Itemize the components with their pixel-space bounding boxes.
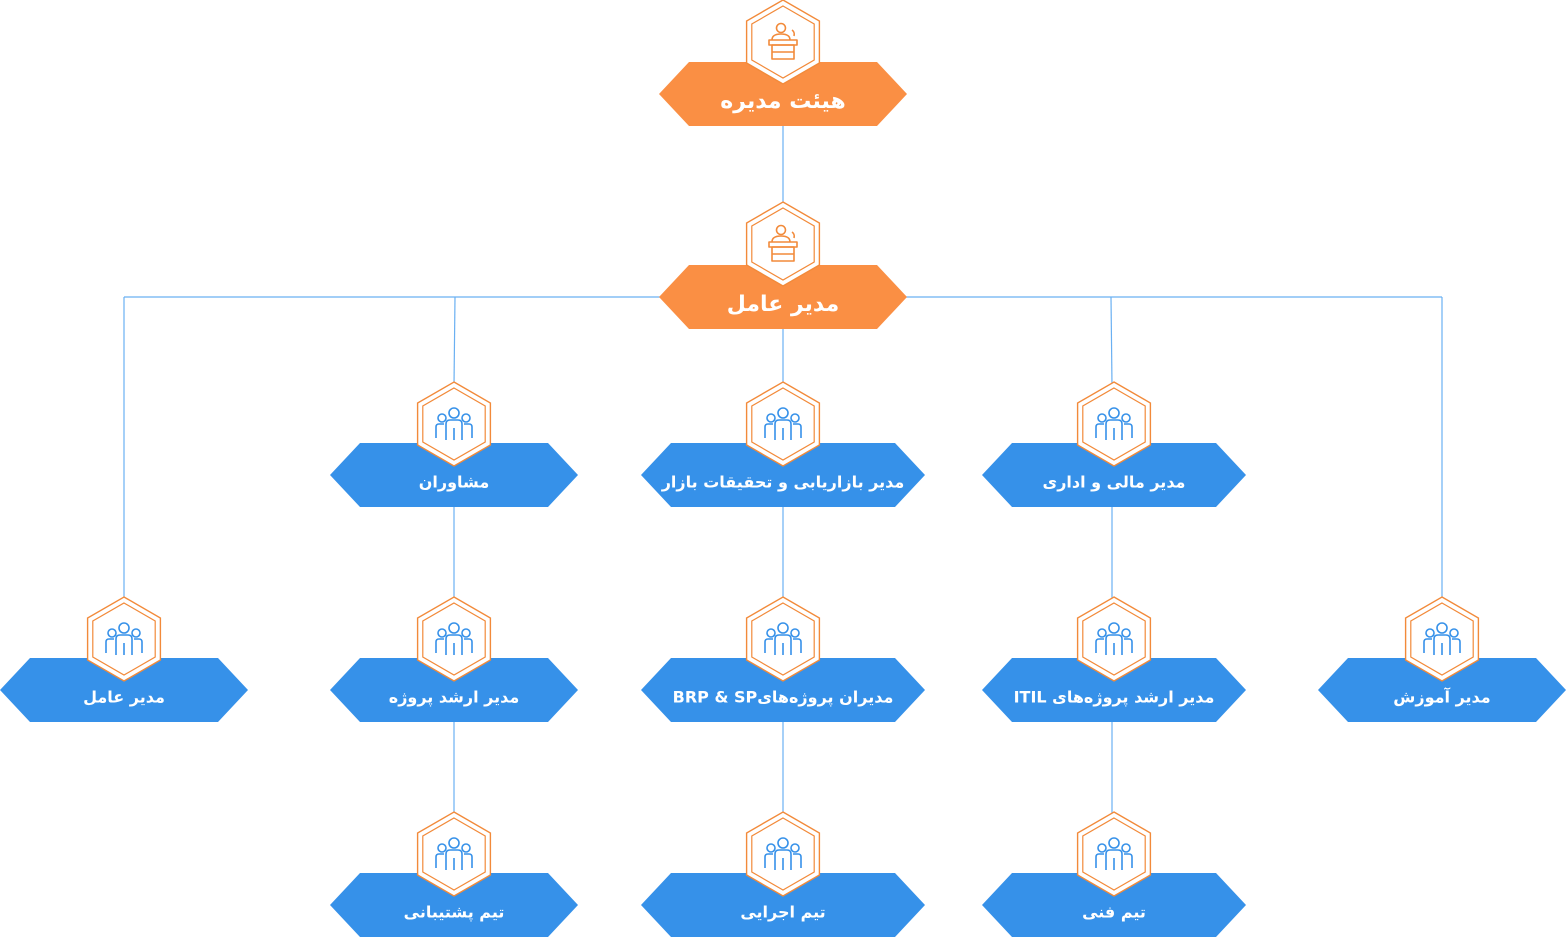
node-label: مدیر بازاریابی و تحقیقات بازار <box>661 473 905 492</box>
node-banner <box>330 658 578 722</box>
node-badge <box>1076 596 1152 682</box>
node-training-manager: مدیر آموزش <box>1318 596 1566 722</box>
team-icon <box>764 622 802 655</box>
node-senior-project-manager: مدیر ارشد پروژه <box>330 596 578 722</box>
node-badge <box>1076 381 1152 467</box>
team-icon <box>764 837 802 870</box>
node-badge <box>745 201 821 287</box>
node-support-team: تیم پشتیبانی <box>330 811 578 937</box>
node-finance-manager: مدیر مالی و اداری <box>982 381 1246 507</box>
team-icon <box>435 407 473 440</box>
node-banner <box>641 658 925 722</box>
node-itil-senior-manager: مدیر ارشد پروژه‌های ITIL <box>982 596 1246 722</box>
node-label: مدیران پروژه‌هایBRP & SP <box>673 688 894 708</box>
connector-to-finance-manager <box>1110 296 1113 386</box>
node-label: تیم پشتیبانی <box>404 903 505 923</box>
team-icon <box>1423 622 1461 655</box>
team-icon <box>105 622 143 655</box>
node-banner <box>641 873 925 937</box>
node-badge <box>745 0 821 85</box>
node-brp-sp-managers: مدیران پروژه‌هایBRP & SP <box>641 596 925 722</box>
node-marketing-manager: مدیر بازاریابی و تحقیقات بازار <box>641 381 925 507</box>
node-badge <box>416 811 492 897</box>
node-badge <box>1076 811 1152 897</box>
node-banner <box>982 873 1246 937</box>
node-label: مدیر آموزش <box>1393 687 1490 707</box>
node-ceo: مدیر عامل <box>659 201 907 329</box>
node-label: مدیر ارشد پروژه‌های ITIL <box>1014 688 1215 708</box>
node-label: تیم اجرایی <box>740 903 825 922</box>
node-advisors: مشاوران <box>330 381 578 507</box>
node-badge <box>745 811 821 897</box>
node-banner <box>0 658 248 722</box>
node-banner <box>641 443 925 507</box>
node-label: تیم فنی <box>1082 903 1146 922</box>
node-banner <box>1318 658 1566 722</box>
node-badge <box>1404 596 1480 682</box>
node-banner <box>659 265 907 329</box>
speaker-podium-icon <box>768 224 798 262</box>
node-banner <box>982 658 1246 722</box>
node-label: مشاوران <box>419 473 490 492</box>
connector-lines <box>123 126 1443 815</box>
node-technical-team: تیم فنی <box>982 811 1246 937</box>
connector-to-advisors <box>453 296 456 386</box>
node-banner <box>982 443 1246 507</box>
team-icon <box>764 407 802 440</box>
node-badge <box>416 381 492 467</box>
node-banner <box>330 443 578 507</box>
node-label: مدیر مالی و اداری <box>1043 473 1186 492</box>
team-icon <box>1095 622 1133 655</box>
team-icon <box>435 837 473 870</box>
team-icon <box>435 622 473 655</box>
node-banner <box>659 62 907 126</box>
node-board: هیئت مدیره <box>659 0 907 126</box>
team-icon <box>1095 407 1133 440</box>
node-ceo-sub: مدیر عامل <box>0 596 248 722</box>
node-label: مدیر عامل <box>83 688 165 707</box>
node-execution-team: تیم اجرایی <box>641 811 925 937</box>
node-banner <box>330 873 578 937</box>
node-label: مدیر عامل <box>727 292 839 317</box>
node-badge <box>745 596 821 682</box>
speaker-podium-icon <box>768 22 798 60</box>
node-label: مدیر ارشد پروژه <box>389 688 519 708</box>
node-badge <box>745 381 821 467</box>
node-badge <box>416 596 492 682</box>
node-label: هیئت مدیره <box>720 89 845 114</box>
node-badge <box>86 596 162 682</box>
team-icon <box>1095 837 1133 870</box>
